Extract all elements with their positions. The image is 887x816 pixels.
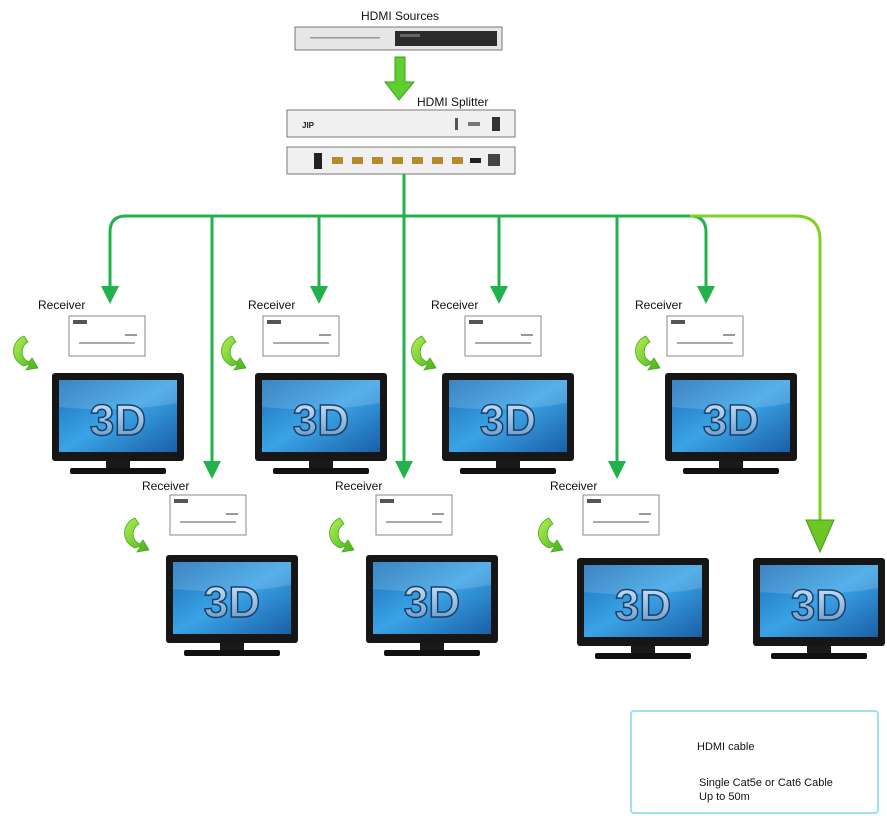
tv-display-1: 3D (52, 373, 184, 474)
tv-3d-label: 3D (293, 396, 349, 445)
hdmi-sources-label: HDMI Sources (361, 9, 440, 23)
svg-text:JIP: JIP (302, 121, 315, 130)
tv-display-2: 3D (255, 373, 387, 474)
hdmi-cable-arrow-1 (13, 335, 39, 371)
hdmi-cable-arrow-6 (329, 517, 355, 553)
tv-3d-label: 3D (791, 581, 847, 630)
receiver-6 (375, 494, 453, 536)
legend-cat-cable-label: Single Cat5e or Cat6 Cable (699, 777, 833, 789)
tv-display-8: 3D (753, 558, 885, 659)
hdmi-splitter-front: JIP (286, 109, 516, 138)
long-cable-to-direct-display (690, 214, 822, 520)
source-to-splitter-arrow (383, 56, 416, 101)
receiver-3 (464, 315, 542, 357)
hdmi-cable-arrow-7 (538, 517, 564, 553)
tv-3d-label: 3D (615, 581, 671, 630)
hdmi-splitter-label: HDMI Splitter (417, 95, 489, 109)
receiver-7 (582, 494, 660, 536)
receiver-label-6: Receiver (335, 479, 383, 493)
legend (630, 710, 879, 814)
receiver-label-1: Receiver (38, 298, 86, 312)
hdmi-source-device (294, 26, 503, 51)
receiver-label-7: Receiver (550, 479, 598, 493)
hdmi-cable-arrow-2 (221, 335, 247, 371)
receiver-label-2: Receiver (248, 298, 296, 312)
legend-cat-cable-distance: Up to 50m (699, 791, 750, 803)
tv-display-4: 3D (665, 373, 797, 474)
hdmi-splitter-back (286, 146, 516, 175)
receiver-5 (169, 494, 247, 536)
tv-3d-label: 3D (90, 396, 146, 445)
hdmi-cable-arrow-5 (124, 517, 150, 553)
hdmi-cable-arrow-4 (635, 335, 661, 371)
tv-display-5: 3D (166, 555, 298, 656)
cat-cable-network (101, 174, 715, 479)
tv-display-7: 3D (577, 558, 709, 659)
receiver-2 (262, 315, 340, 357)
hdmi-cable-arrow-3 (411, 335, 437, 371)
long-cable-arrowhead (805, 519, 835, 554)
tv-3d-label: 3D (480, 396, 536, 445)
receiver-4 (666, 315, 744, 357)
tv-3d-label: 3D (204, 578, 260, 627)
tv-display-3: 3D (442, 373, 574, 474)
receiver-label-3: Receiver (431, 298, 479, 312)
tv-display-6: 3D (366, 555, 498, 656)
tv-3d-label: 3D (404, 578, 460, 627)
receiver-1 (68, 315, 146, 357)
receiver-label-4: Receiver (635, 298, 683, 312)
legend-hdmi-cable-label: HDMI cable (697, 741, 755, 753)
receiver-label-5: Receiver (142, 479, 190, 493)
tv-3d-label: 3D (703, 396, 759, 445)
